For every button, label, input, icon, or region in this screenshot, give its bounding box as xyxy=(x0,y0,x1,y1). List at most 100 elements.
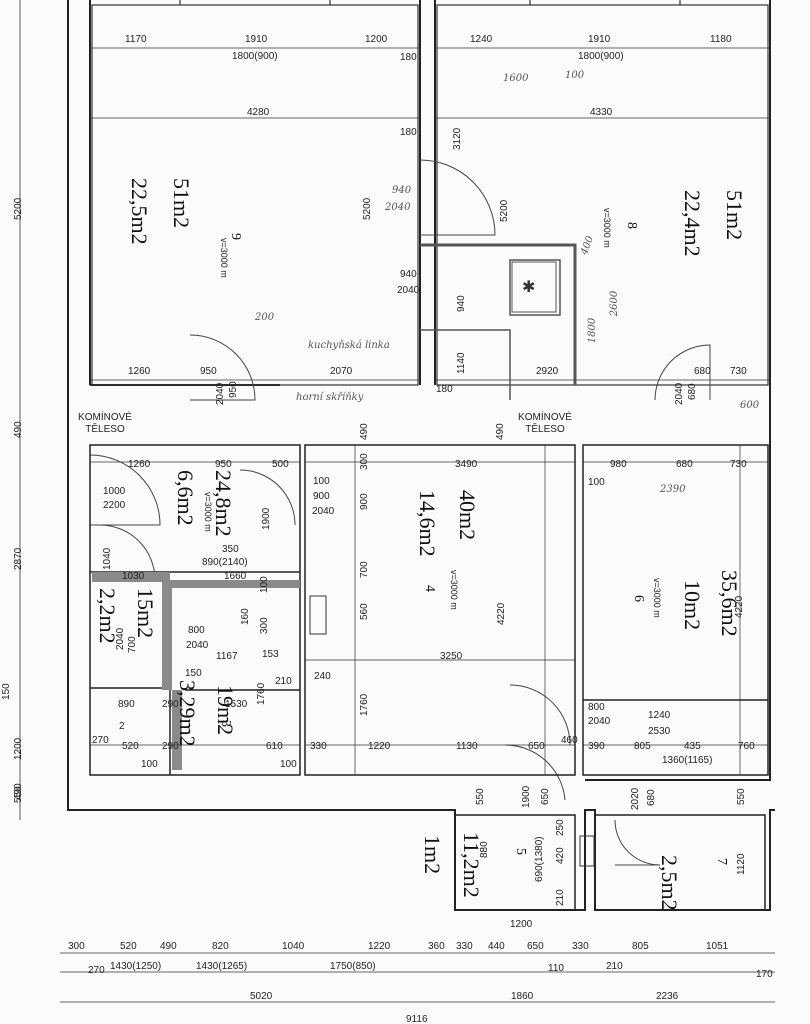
kitchen-label: kuchyňská linka xyxy=(308,340,390,351)
chimney-left-line2: TĚLESO xyxy=(85,423,125,435)
dim-680-mid: 680 xyxy=(676,459,693,470)
dim-1910-left: 1910 xyxy=(245,34,268,45)
room2-290: 290 xyxy=(162,741,179,752)
b2-110: 110 xyxy=(548,963,564,974)
hall-350: 350 xyxy=(222,544,239,555)
dim-730: 730 xyxy=(730,366,747,377)
room4-height: v=3000 m xyxy=(449,570,459,610)
b1-360: 360 xyxy=(428,941,445,952)
room5-250: 250 xyxy=(555,819,566,836)
dim-1170: 1170 xyxy=(125,34,147,45)
hall-100: 100 xyxy=(313,476,330,487)
b-total: 9116 xyxy=(406,1014,428,1024)
dim-100-r6: 100 xyxy=(588,477,605,488)
b3-2236: 2236 xyxy=(656,991,679,1002)
kitchen-door-w: 940 xyxy=(400,269,417,280)
dim-180-top: 180 xyxy=(400,52,417,63)
cabinets-label: horní skříňky xyxy=(296,392,364,403)
b1-300: 300 xyxy=(68,941,85,952)
door8-h: 2040 xyxy=(674,382,685,405)
dim-1140: 1140 xyxy=(456,352,467,374)
dim-3120: 3120 xyxy=(452,127,463,150)
room6-4220: 4220 xyxy=(734,595,745,618)
row-805: 805 xyxy=(634,741,651,752)
room4-number: 4 xyxy=(422,585,437,592)
room4-area: 14,6m2 xyxy=(415,490,440,557)
hand-1800: 1800 xyxy=(587,317,599,344)
hall-height: v=3000 m xyxy=(203,492,213,532)
hall-2040: 2040 xyxy=(312,506,335,517)
b1-1051: 1051 xyxy=(706,941,729,952)
room3-210: 210 xyxy=(275,676,292,687)
room6-area: 10m2 xyxy=(680,580,705,631)
kitchen-core xyxy=(420,243,577,400)
room7-550: 550 xyxy=(736,788,747,805)
room4-1760: 1760 xyxy=(359,693,370,716)
room7-area: 2,5m2 xyxy=(657,855,682,911)
room6-number: 6 xyxy=(631,595,646,602)
dim-2070: 2070 xyxy=(330,366,353,377)
chimney-right-line2: TĚLESO xyxy=(525,423,565,435)
row-435: 435 xyxy=(684,741,701,752)
b1-440: 440 xyxy=(488,941,505,952)
dim-730-mid: 730 xyxy=(730,459,747,470)
dim-1180: 1180 xyxy=(710,34,732,45)
cell-940: 940 xyxy=(456,295,467,312)
b1-1220: 1220 xyxy=(368,941,391,952)
room2-520: 520 xyxy=(122,741,139,752)
b2-1750: 1750(850) xyxy=(330,961,376,972)
room5-690: 690(1380) xyxy=(534,836,545,882)
room2-100b: 100 xyxy=(280,759,297,770)
door8-w: 680 xyxy=(687,383,698,400)
door9-w: 950 xyxy=(228,381,239,398)
hand-2040: 2040 xyxy=(385,202,411,213)
mid-490-b: 490 xyxy=(495,423,506,440)
bath-890: 890 xyxy=(118,699,135,710)
room4-240: 240 xyxy=(314,671,331,682)
b3-5020: 5020 xyxy=(250,991,273,1002)
row-330: 330 xyxy=(310,741,327,752)
bath-2040: 2040 xyxy=(115,627,126,650)
b3-1860: 1860 xyxy=(511,991,534,1002)
room7-number: 7 xyxy=(714,858,729,865)
hand-2600: 2600 xyxy=(609,290,621,317)
top-dimension-lines xyxy=(19,0,775,1003)
hand-600: 600 xyxy=(740,400,760,411)
b2-270: 270 xyxy=(88,965,105,976)
room5-650: 650 xyxy=(540,788,551,805)
axis-5200: 5200 xyxy=(13,197,24,220)
room3-153: 153 xyxy=(262,649,279,660)
row-460: 460 xyxy=(561,735,578,746)
chimney-left-line1: KOMÍNOVÉ xyxy=(78,412,132,423)
room3-150: 150 xyxy=(185,668,202,679)
b1-1040: 1040 xyxy=(282,941,305,952)
hall-1660: 1660 xyxy=(224,571,247,582)
room9-depth: 5200 xyxy=(362,197,373,220)
room9-height: v=3000 m xyxy=(219,238,229,278)
room8-number: 8 xyxy=(624,222,639,229)
hall-door-w: 1000 xyxy=(103,486,126,497)
dim-4280: 4280 xyxy=(247,107,270,118)
chimney-box xyxy=(309,595,595,867)
upper-rooms xyxy=(91,0,769,386)
hall-800: 800 xyxy=(188,625,205,636)
dim-980: 980 xyxy=(610,459,627,470)
b1-330b: 330 xyxy=(572,941,589,952)
room5-210: 210 xyxy=(555,889,566,906)
room4-900: 900 xyxy=(359,493,370,510)
bath-700: 700 xyxy=(127,636,138,653)
row-1130: 1130 xyxy=(456,741,478,752)
axis-2870: 2870 xyxy=(13,547,24,570)
bath-total: 15m2 xyxy=(133,588,158,639)
hall-door-h: 2200 xyxy=(103,500,126,511)
b1-330: 330 xyxy=(456,941,473,952)
hand-100: 100 xyxy=(565,70,585,81)
b1-805: 805 xyxy=(632,941,649,952)
dim-1200: 1200 xyxy=(365,34,388,45)
wall-hatches xyxy=(92,572,300,770)
room3-1167: 1167 xyxy=(216,651,238,662)
room3-100: 100 xyxy=(259,576,270,593)
b2-1430a: 1430(1250) xyxy=(110,961,162,972)
